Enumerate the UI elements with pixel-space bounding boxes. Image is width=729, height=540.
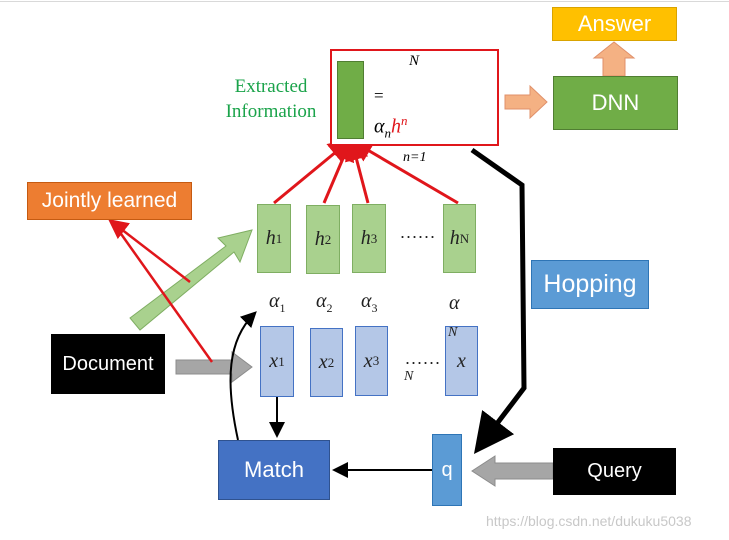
- h1-sup: 1: [275, 230, 283, 246]
- hN-sup: N: [459, 230, 470, 246]
- x1-sup: 1: [278, 353, 285, 369]
- alpha3-sub: 3: [371, 301, 378, 315]
- red-line-h3: [344, 136, 370, 204]
- q-box: q: [432, 434, 462, 506]
- xN-base: x: [457, 349, 466, 372]
- green-arrow: [129, 229, 253, 331]
- h2-base: h: [314, 228, 325, 250]
- x-dots: ......: [405, 348, 442, 368]
- gray-arrow-document: [175, 351, 253, 383]
- alpha1-sub: 1: [279, 301, 286, 315]
- watermark-url: https://blog.csdn.net/dukuku5038: [486, 513, 692, 529]
- arrow-match-to-alpha: [229, 311, 257, 441]
- h1-base: h: [265, 227, 276, 249]
- answer-box: Answer: [552, 7, 677, 41]
- alpha-1: α1: [269, 290, 286, 316]
- salmon-arrow-dnn: [504, 84, 548, 120]
- x3-base: x: [363, 349, 373, 372]
- formula-h-sup: n: [401, 113, 408, 128]
- document-box: Document: [51, 334, 165, 394]
- alpha-n: α: [449, 292, 460, 318]
- alpha-3: α3: [361, 290, 378, 316]
- query-box: Query: [553, 448, 676, 495]
- red-line-hN: [348, 138, 459, 205]
- h3-sup: 3: [370, 230, 378, 246]
- dnn-box: DNN: [553, 76, 678, 130]
- gray-arrow-query: [471, 455, 554, 487]
- sum-top-n: N: [409, 53, 420, 69]
- extracted-bar: [337, 61, 364, 139]
- h3-base: h: [360, 227, 371, 249]
- x-cell-n: x: [445, 326, 478, 396]
- h2-sup: 2: [324, 231, 332, 247]
- jointly-learned-box: Jointly learned: [27, 182, 192, 220]
- match-box: Match: [218, 440, 330, 500]
- x-n-bottom: N: [404, 369, 414, 384]
- x-n-top: N: [448, 325, 458, 340]
- alpha-2: α2: [316, 290, 333, 316]
- h-dots: ......: [400, 222, 437, 242]
- alpha2-sub: 2: [326, 301, 333, 315]
- hopping-box: Hopping: [531, 260, 649, 309]
- alpha1-base: α: [269, 290, 280, 312]
- red-line-document-to-jointly: [112, 223, 214, 363]
- alpha3-base: α: [361, 290, 372, 312]
- x2-base: x: [318, 351, 328, 373]
- hN-base: h: [449, 227, 460, 249]
- x3-sup: 3: [372, 353, 380, 368]
- alphaN-base: α: [449, 292, 460, 314]
- top-divider: [0, 1, 729, 2]
- x1-base: x: [269, 350, 279, 372]
- formula-alpha: α: [374, 115, 385, 138]
- red-line-green-to-jointly: [108, 218, 191, 283]
- sum-bottom: n=1: [403, 150, 427, 165]
- formula-equals: =: [374, 86, 384, 105]
- formula-alpha-h: αnhn: [374, 113, 408, 142]
- formula-h: h: [391, 115, 401, 138]
- extracted-information-label: Extracted Information: [225, 76, 317, 122]
- x2-sup: 2: [327, 354, 335, 370]
- alpha2-base: α: [316, 290, 327, 312]
- formula-alpha-sub: n: [384, 125, 392, 141]
- salmon-arrow-answer: [592, 41, 636, 77]
- hopping-line: [470, 147, 527, 454]
